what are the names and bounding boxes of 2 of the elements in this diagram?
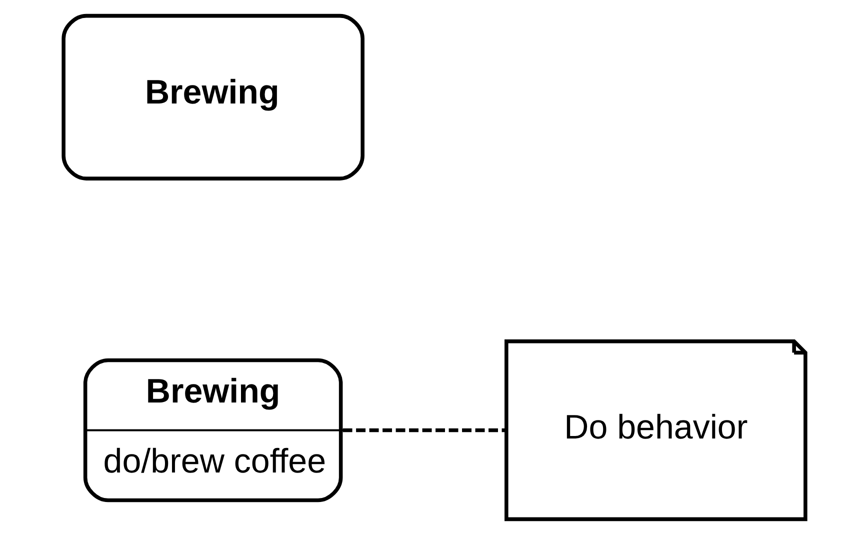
connector: [342, 428, 506, 432]
node-box: Brewing: [61, 14, 364, 180]
